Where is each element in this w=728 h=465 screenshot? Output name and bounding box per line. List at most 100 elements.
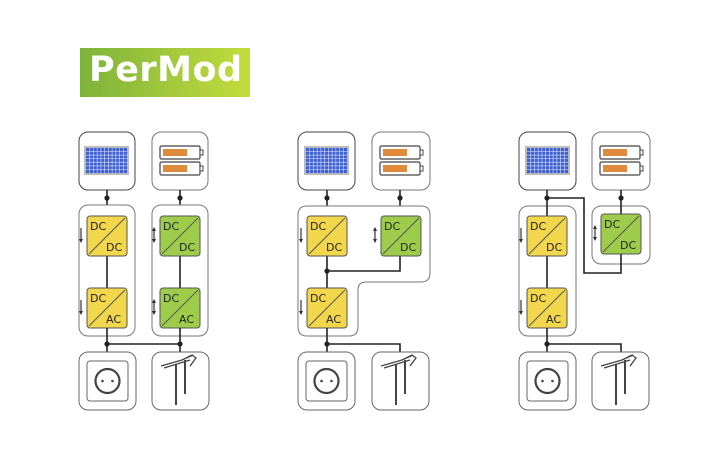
battery-terminal (199, 149, 204, 156)
battery-icon (379, 145, 424, 176)
bidirectional-arrow-icon (152, 299, 156, 315)
battery-charge (383, 165, 407, 172)
converter-diagonal (161, 217, 199, 255)
solar-panel-icon (84, 146, 129, 175)
converter-input-label: DC (90, 292, 106, 305)
arrow-head (152, 239, 156, 243)
junction-dot (397, 195, 403, 201)
down-arrow-icon (299, 300, 303, 315)
power-pylon-icon (600, 354, 637, 405)
converter-diagonal (382, 217, 420, 255)
bidirectional-arrow-icon (373, 227, 377, 243)
panel-cells (86, 148, 127, 173)
converter-diagonal (602, 215, 640, 253)
battery-icon (599, 145, 644, 176)
down-arrow-icon (79, 300, 83, 315)
power-pylon-icon (160, 354, 197, 405)
grid-box (151, 351, 210, 411)
arrow-head (299, 311, 303, 315)
junction-dot (544, 341, 550, 347)
converter-output-label: DC (546, 241, 562, 254)
arrow-head (152, 311, 156, 315)
battery-box (371, 131, 431, 191)
connection-line (547, 197, 622, 274)
converter-output-label: DC (179, 241, 195, 254)
power-socket-icon (86, 360, 129, 402)
panel-cells (527, 148, 568, 173)
converter-output-label: AC (106, 313, 121, 326)
converter-diagonal (308, 217, 346, 255)
socket-hole (101, 379, 104, 383)
junction-dot (177, 341, 183, 347)
battery-terminal (419, 165, 424, 172)
converter-input-label: DC (604, 218, 620, 231)
arrow-head (593, 237, 597, 241)
socket-ring (313, 367, 340, 395)
bidirectional-arrow-icon (593, 225, 597, 241)
logo-text: PerMod (89, 50, 243, 90)
battery-charge (603, 165, 627, 172)
power-socket-icon (526, 360, 569, 402)
battery-charge (383, 149, 407, 156)
converter-input-label: DC (530, 292, 546, 305)
battery-terminal (199, 165, 204, 172)
converter-diagonal (88, 217, 126, 255)
socket-hole (330, 379, 333, 383)
arrow-head (593, 225, 597, 229)
converter-diagonal (88, 289, 126, 327)
socket-hole (551, 379, 554, 383)
battery-terminal (419, 149, 424, 156)
grid-box (371, 351, 430, 411)
battery-icon (159, 145, 204, 176)
socket-hole (320, 379, 323, 383)
junction-dot (177, 195, 183, 201)
battery-box (151, 131, 209, 191)
converter-input-label: DC (163, 292, 179, 305)
junction-dot (324, 268, 330, 274)
converter-diagonal (528, 289, 566, 327)
connection-line (547, 343, 622, 352)
arrow-head (373, 239, 377, 243)
arrow-head (79, 239, 83, 243)
converter-input-label: DC (384, 220, 400, 233)
converter-input-label: DC (310, 220, 326, 233)
pylon-wires (160, 354, 197, 369)
converter-output-label: AC (179, 313, 194, 326)
power-socket-icon (305, 360, 348, 402)
panel-cells (306, 148, 347, 173)
grid-box (591, 351, 650, 411)
arrow-head (299, 239, 303, 243)
pylon-wires (380, 354, 417, 369)
converter-output-label: DC (106, 241, 122, 254)
connection-line (327, 343, 401, 352)
converter-output-label: DC (620, 239, 636, 252)
arrow-head (152, 299, 156, 303)
converter-input-label: DC (163, 220, 179, 233)
converter-diagonal (308, 289, 346, 327)
arrow-head (519, 311, 523, 315)
down-arrow-icon (519, 228, 523, 243)
junction-dot (618, 195, 624, 201)
connection-line (327, 255, 401, 272)
converter-output-label: AC (326, 313, 341, 326)
power-pylon-icon (380, 354, 417, 405)
arrow-head (79, 311, 83, 315)
converter-input-label: DC (90, 220, 106, 233)
arrow-head (373, 227, 377, 231)
converter-output-label: DC (326, 241, 342, 254)
pylon-wires (600, 354, 637, 369)
socket-ring (94, 367, 121, 395)
converter-input-label: DC (310, 292, 326, 305)
solar-panel-icon (304, 146, 349, 175)
junction-dot (324, 341, 330, 347)
down-arrow-icon (519, 300, 523, 315)
